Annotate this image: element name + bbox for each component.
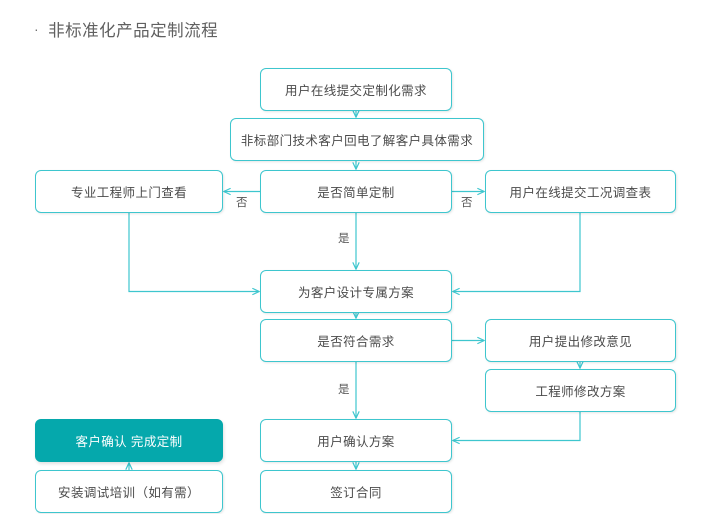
bullet-icon: ·	[34, 21, 40, 37]
flow-node-label: 用户提出修改意见	[528, 335, 633, 349]
edge-label-yes-to-confirm: 是	[338, 384, 350, 396]
flow-node-user-change-request[interactable]: 用户提出修改意见	[485, 319, 676, 362]
edge-revise-to-confirm	[452, 412, 581, 445]
flow-node-sign-contract[interactable]: 签订合同	[260, 470, 452, 513]
flow-node-label: 客户确认 完成定制	[75, 435, 183, 449]
flow-node-label: 安装调试培训（如有需）	[58, 486, 200, 500]
edge-survey-to-design	[452, 213, 581, 296]
flow-node-label: 用户在线提交工况调查表	[509, 186, 652, 200]
flow-node-label: 签订合同	[330, 486, 382, 500]
flow-node-callback-clarify[interactable]: 非标部门技术客户回电了解客户具体需求	[230, 118, 484, 161]
flow-node-label: 非标部门技术客户回电了解客户具体需求	[240, 134, 474, 148]
flow-node-install-training[interactable]: 安装调试培训（如有需）	[35, 470, 223, 513]
flow-node-submit-request[interactable]: 用户在线提交定制化需求	[260, 68, 452, 111]
flow-node-is-simple-custom[interactable]: 是否简单定制	[260, 170, 452, 213]
edge-onsite-to-design	[128, 213, 260, 296]
page-title: · 非标准化产品定制流程	[34, 17, 218, 41]
flow-node-label: 为客户设计专属方案	[297, 286, 415, 300]
flow-node-submit-survey-form[interactable]: 用户在线提交工况调查表	[485, 170, 676, 213]
flow-node-engineer-revise[interactable]: 工程师修改方案	[485, 369, 676, 412]
flow-node-design-solution[interactable]: 为客户设计专属方案	[260, 270, 452, 313]
edge-label-no-to-engineer: 否	[236, 197, 248, 209]
page-title-text: 非标准化产品定制流程	[48, 22, 219, 40]
flow-node-customer-confirm-done[interactable]: 客户确认 完成定制	[35, 419, 223, 462]
flow-node-label: 专业工程师上门查看	[70, 186, 188, 200]
flow-node-meets-requirements[interactable]: 是否符合需求	[260, 319, 452, 362]
edge-label-no-to-survey: 否	[461, 197, 473, 209]
flow-node-label: 用户确认方案	[317, 435, 395, 449]
flow-node-label: 工程师修改方案	[535, 385, 626, 399]
flow-node-label: 是否符合需求	[317, 335, 395, 349]
flow-node-label: 是否简单定制	[317, 186, 395, 200]
flow-node-label: 用户在线提交定制化需求	[285, 84, 427, 98]
edge-label-yes-to-design: 是	[338, 233, 350, 245]
flow-node-confirm-solution[interactable]: 用户确认方案	[260, 419, 452, 462]
flow-node-engineer-onsite[interactable]: 专业工程师上门查看	[35, 170, 223, 213]
